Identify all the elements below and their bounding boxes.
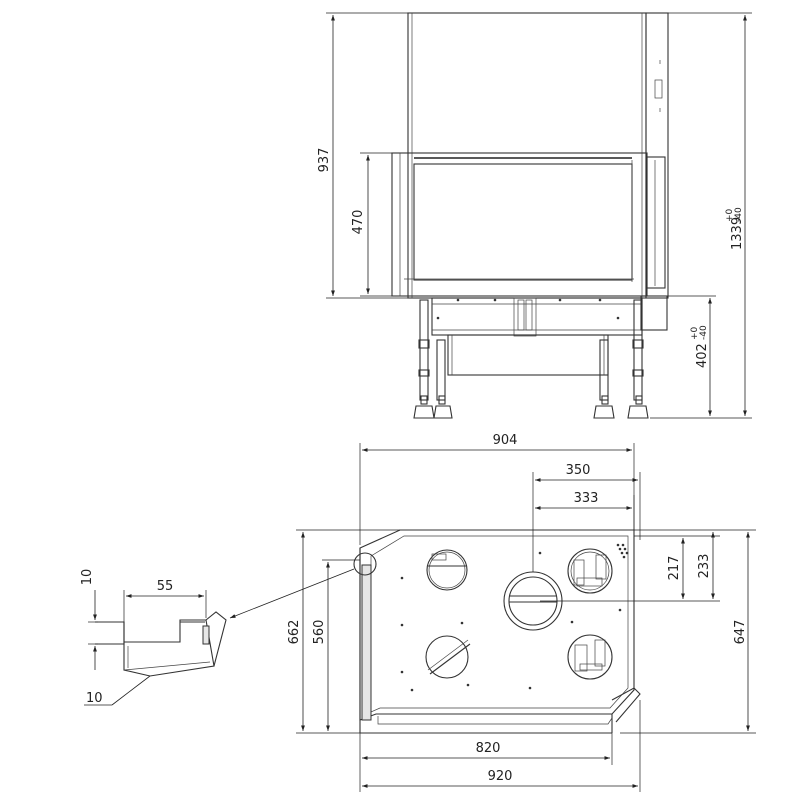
front-back-panel <box>407 12 647 299</box>
dim-647-label: 647 <box>733 620 748 645</box>
front-glass <box>413 163 633 281</box>
detail-view: 55 10 10 <box>80 569 227 706</box>
dim-333-label: 333 <box>574 491 599 506</box>
hole-top-right <box>567 548 613 594</box>
dim-350-label: 350 <box>566 463 591 478</box>
dim-1339-tol-upper: +0 <box>725 208 735 222</box>
dim-560-label: 560 <box>312 620 327 645</box>
dim-233-label: 233 <box>697 554 712 579</box>
hole-top-left <box>426 549 468 591</box>
dim-217-label: 217 <box>667 556 682 581</box>
dim-402-label: 402 <box>695 343 710 368</box>
dim-904-label: 904 <box>493 433 518 448</box>
dim-920-label: 920 <box>488 769 513 784</box>
dim-937-label: 937 <box>317 148 332 173</box>
dim-10-top-label: 10 <box>80 569 95 586</box>
detail-leader-arrow <box>229 568 355 619</box>
dim-820-label: 820 <box>476 741 501 756</box>
dim-662-label: 662 <box>287 620 302 645</box>
plan-view <box>353 529 641 734</box>
front-view <box>391 12 669 419</box>
detail-callout-circle <box>353 552 377 576</box>
plan-view-dimensions: 904 350 333 217 233 647 662 560 <box>287 433 756 792</box>
hole-bottom-left <box>425 635 471 679</box>
dim-1339-label: 1339 <box>730 217 745 250</box>
front-view-dimensions: 937 470 1339 +0 -40 402 +0 -40 <box>317 12 752 419</box>
front-right-column <box>645 12 669 299</box>
dim-10-bottom-label: 10 <box>86 691 103 706</box>
dim-470-label: 470 <box>351 210 366 235</box>
dim-402-tol-upper: +0 <box>690 326 700 340</box>
dim-402-tol-lower: -40 <box>699 325 709 340</box>
front-legs <box>413 299 649 419</box>
hole-bottom-right <box>567 634 613 680</box>
front-base <box>431 297 643 336</box>
vent-dots <box>616 543 629 559</box>
dim-1339-tol-lower: -40 <box>734 207 744 222</box>
dim-55-label: 55 <box>157 579 174 594</box>
front-door-frame <box>391 152 648 297</box>
